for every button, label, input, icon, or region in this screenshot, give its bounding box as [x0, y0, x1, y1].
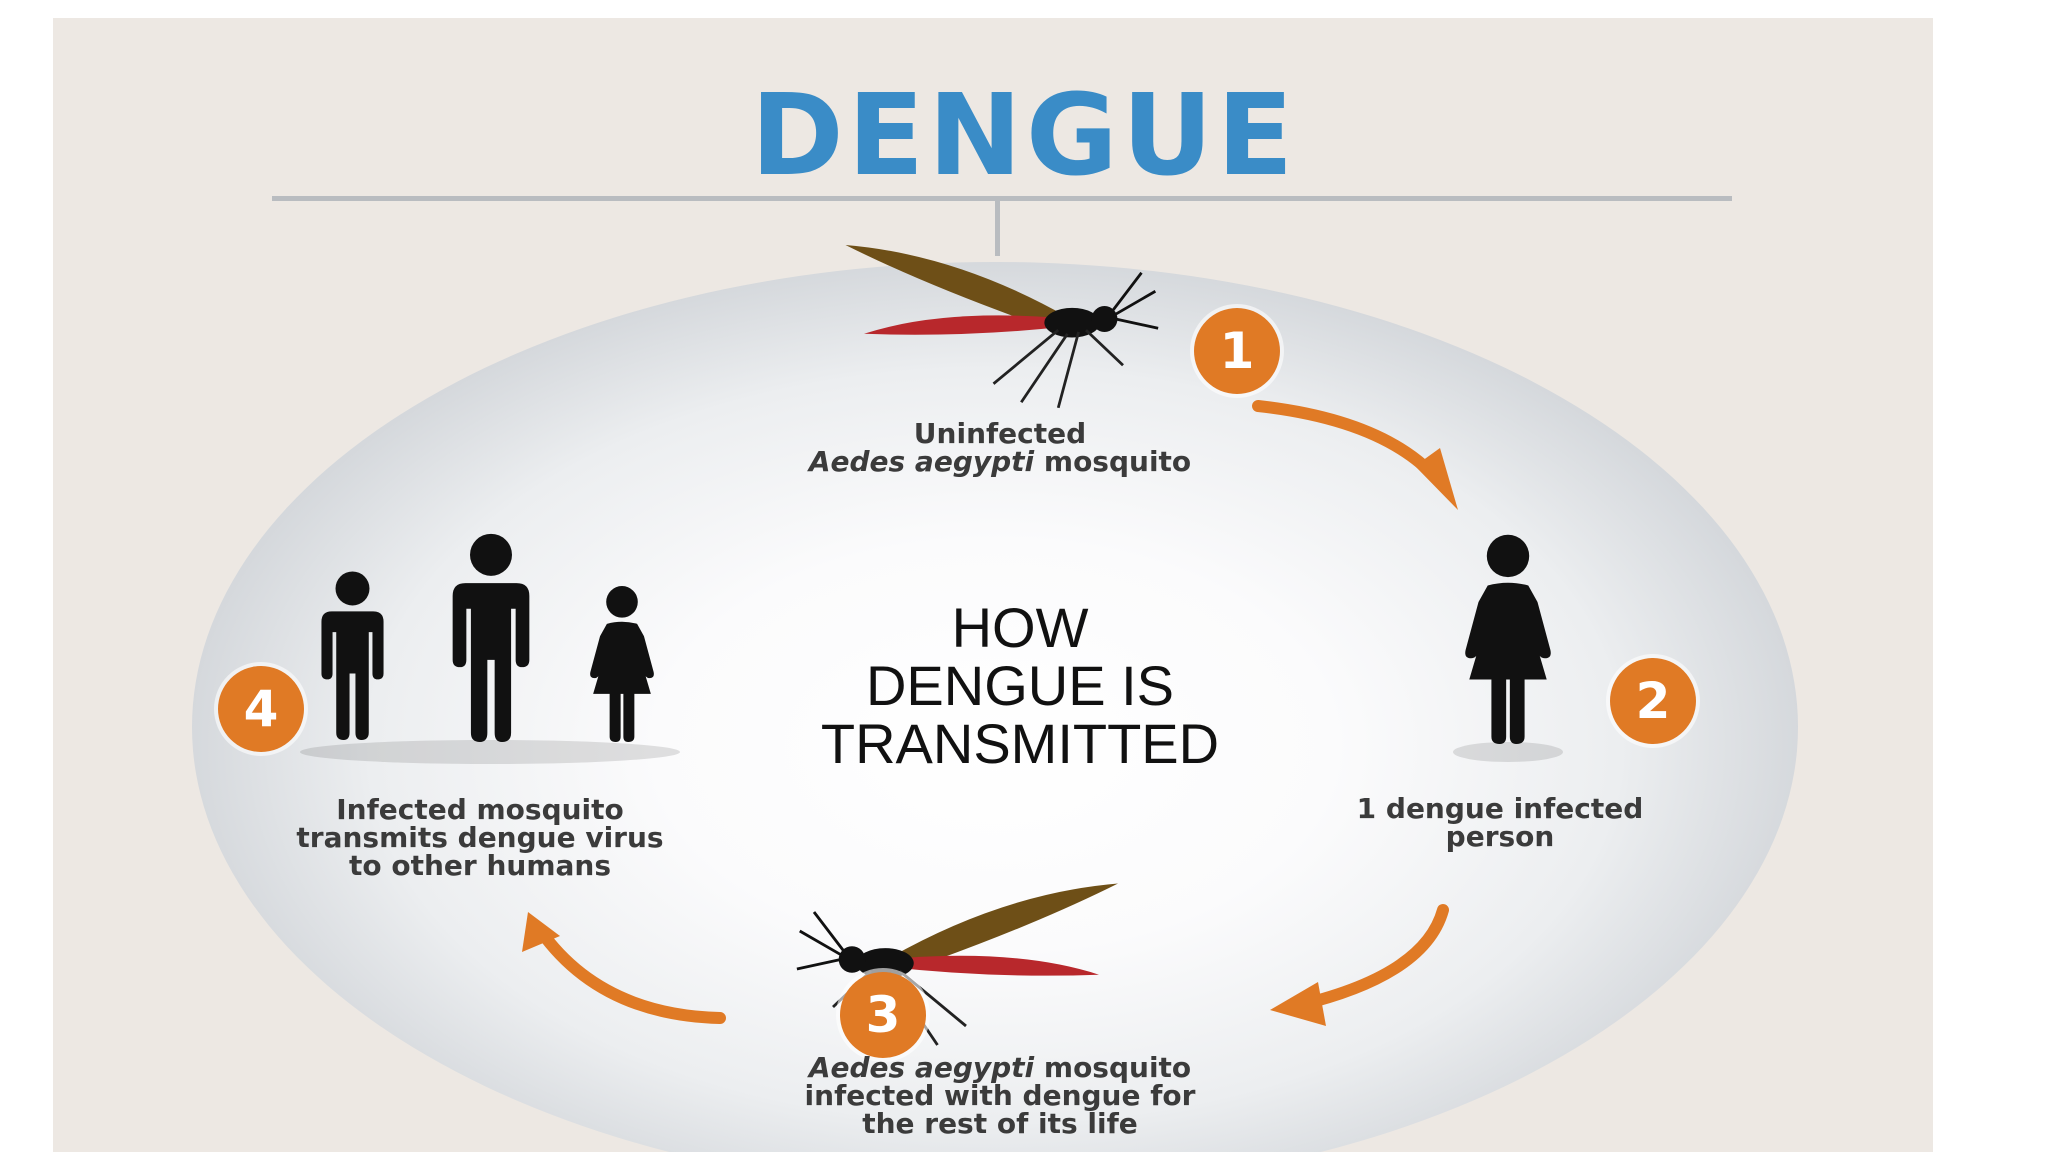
title-divider	[272, 196, 1732, 201]
step-4-caption: Infected mosquito transmits dengue virus…	[220, 796, 740, 880]
caption-line: to other humans	[348, 849, 611, 882]
step-1-caption: Uninfected Aedes aegypti mosquito	[700, 420, 1300, 476]
cycle-arrow-icon	[1294, 904, 1449, 1011]
child-icon	[590, 586, 654, 742]
step-2-badge: 2	[1610, 658, 1696, 744]
caption-line: the rest of its life	[862, 1107, 1138, 1140]
caption-line: person	[1445, 820, 1555, 853]
cycle-sphere	[192, 262, 1798, 1152]
caption-line: 1 dengue infected	[1356, 792, 1644, 825]
step-2-caption: 1 dengue infected person	[1290, 795, 1710, 851]
center-title-line: DENGUE IS	[865, 654, 1175, 717]
caption-line: infected with dengue for	[804, 1079, 1196, 1112]
man-icon	[321, 571, 384, 740]
caption-line: Infected mosquito	[336, 793, 624, 826]
title-connector	[995, 198, 1000, 256]
species-name: Aedes aegypti	[808, 445, 1035, 478]
center-title-line: HOW	[951, 596, 1089, 659]
step-3-badge: 3	[840, 972, 926, 1058]
center-title: HOW DENGUE IS TRANSMITTED	[720, 600, 1320, 774]
center-title-line: TRANSMITTED	[820, 712, 1220, 775]
step-1-badge: 1	[1194, 308, 1280, 394]
cycle-arrow-icon	[534, 924, 726, 1024]
caption-line: mosquito	[1034, 445, 1192, 478]
woman-icon	[1465, 534, 1551, 744]
step-4-badge: 4	[218, 666, 304, 752]
man-icon	[452, 533, 530, 742]
step-3-caption: Aedes aegypti mosquito infected with den…	[700, 1054, 1300, 1138]
main-title: DENGUE	[750, 71, 1298, 201]
caption-line: transmits dengue virus	[296, 821, 664, 854]
caption-line: mosquito	[1034, 1051, 1192, 1084]
caption-line: Uninfected	[913, 417, 1087, 450]
mosquito-icon	[844, 243, 1160, 410]
species-name: Aedes aegypti	[808, 1051, 1035, 1084]
